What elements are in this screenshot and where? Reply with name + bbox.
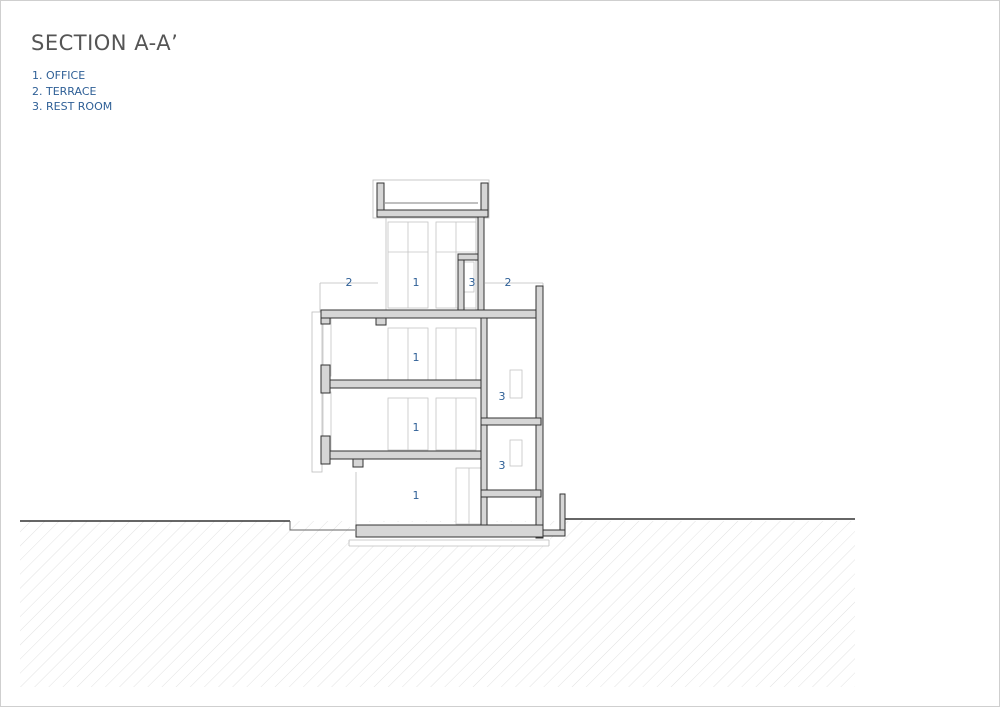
ground [20,518,855,687]
legend-item-terrace: 2. TERRACE [32,84,97,98]
tag-rest-room-2: 3 [499,459,506,472]
room-legend: 1. OFFICE 2. TERRACE 3. REST ROOM [32,68,112,115]
slab-level-1 [320,450,484,460]
legend-item-rest-room: 3. REST ROOM [32,100,113,113]
legend-item-office: 1. OFFICE [32,69,86,82]
ground-slab [355,524,544,538]
tag-office-3: 1 [413,351,420,364]
entry-step [289,521,355,531]
doors-windows [322,221,523,525]
slab-level-3 [320,309,543,319]
tag-office-4: 1 [413,276,420,289]
wall-right [535,285,544,539]
wall-top-right [477,216,485,313]
rest-room-wall-top [457,253,465,313]
rest-room-slab-1 [480,489,542,498]
tag-rest-room-4: 3 [469,276,476,289]
page-title: SECTION A-A’ [31,31,179,55]
roof-slab [376,209,489,218]
tag-terrace-right: 2 [505,276,512,289]
slab-level-2 [320,379,484,389]
tag-office-1: 1 [413,489,420,502]
ground-hatch [20,521,855,687]
window-rest-room-lower [509,439,523,467]
tag-office-2: 1 [413,421,420,434]
structure [320,182,566,539]
room-tags: 2 1 3 2 1 3 1 3 1 [346,276,512,502]
rest-room-slab-2 [480,417,542,426]
outline-lines [311,179,550,547]
window-rest-room-upper [509,369,523,399]
tag-rest-room-3: 3 [499,390,506,403]
tag-terrace-left: 2 [346,276,353,289]
